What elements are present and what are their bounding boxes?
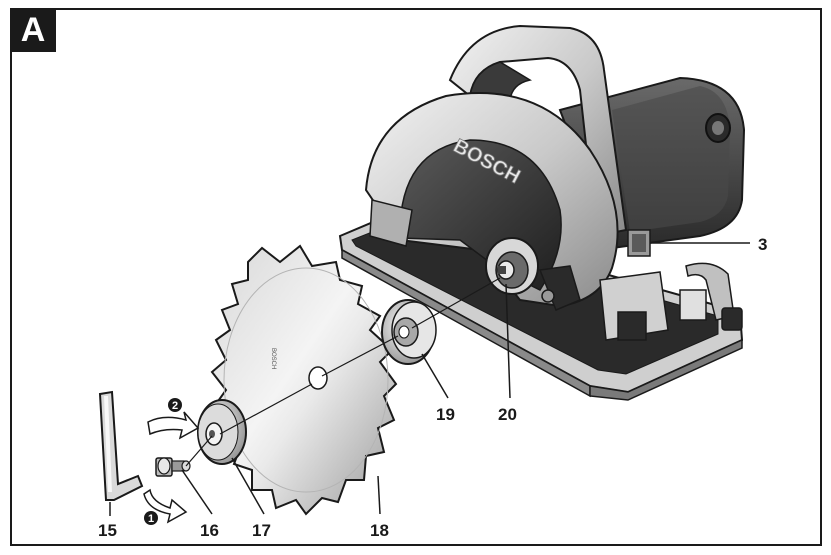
step-badge-2: 2: [168, 398, 182, 412]
saw-blade-teeth: [212, 246, 396, 514]
step-badge-1: 1: [144, 511, 158, 525]
rotation-arrow-2: [148, 412, 198, 438]
callout-17: 17: [252, 521, 271, 540]
callout-19: 19: [436, 405, 455, 424]
callout-18: 18: [370, 521, 389, 540]
saw-spindle: [486, 238, 538, 294]
saw-blade: BOSCH: [212, 246, 396, 514]
callout-20: 20: [498, 405, 517, 424]
clamping-washer: [198, 400, 246, 464]
callout-16: 16: [200, 521, 219, 540]
callout-15: 15: [98, 521, 117, 540]
svg-text:1: 1: [148, 513, 154, 525]
depth-lever: [628, 230, 650, 256]
blade-printing: BOSCH: [270, 348, 276, 369]
svg-text:2: 2: [172, 400, 178, 412]
clamping-flange: [382, 300, 436, 364]
hex-key: [100, 392, 142, 500]
callout-3: 3: [758, 235, 767, 254]
